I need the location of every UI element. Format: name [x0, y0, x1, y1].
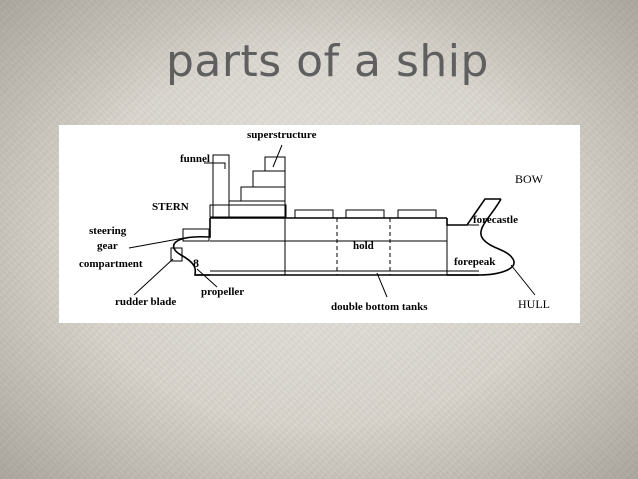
steering-compartment-box: [182, 228, 210, 242]
label-funnel: funnel: [180, 153, 210, 165]
labels: superstructure funnel BOW STERN forecast…: [79, 129, 550, 313]
stern-outline: [172, 218, 211, 276]
leader-double-bottom: [376, 272, 388, 298]
ship-drawing: 8: [170, 154, 515, 276]
label-steering-line3: compartment: [79, 258, 143, 270]
label-double-bottom-tanks: double bottom tanks: [331, 301, 428, 313]
label-rudder-blade: rudder blade: [115, 296, 176, 308]
ship-diagram: 8 superstructure funnel BOW: [79, 129, 550, 313]
label-stern: STERN: [152, 201, 189, 213]
label-forecastle: forecastle: [473, 214, 518, 226]
label-forepeak: forepeak: [454, 256, 496, 268]
leader-hull: [510, 264, 536, 296]
leader-steering: [128, 237, 185, 249]
label-hull: HULL: [518, 297, 550, 311]
funnel-shape: [212, 154, 230, 218]
leader-superstructure: [272, 144, 283, 168]
hatch-cover-3: [397, 209, 437, 219]
label-hold: hold: [353, 240, 374, 252]
stern-deckhouse: [209, 204, 287, 218]
label-steering-line1: steering: [89, 225, 127, 237]
slide-title: parts of a ship: [166, 36, 489, 87]
ship-diagram-panel: 8 superstructure funnel BOW: [59, 125, 580, 323]
label-propeller: propeller: [201, 286, 244, 298]
label-bow: BOW: [515, 172, 544, 186]
propeller-symbol: 8: [193, 256, 199, 270]
leader-rudder: [133, 258, 174, 296]
leader-lines: [128, 144, 536, 298]
label-steering-line2: gear: [97, 240, 118, 252]
leader-propeller: [196, 268, 218, 288]
label-superstructure: superstructure: [247, 129, 317, 141]
bow-outline: [447, 198, 515, 276]
rudder-blade-shape: [170, 247, 183, 262]
hatch-cover-2: [345, 209, 385, 219]
leader-funnel: [204, 162, 226, 169]
hatch-cover-1: [294, 209, 334, 219]
